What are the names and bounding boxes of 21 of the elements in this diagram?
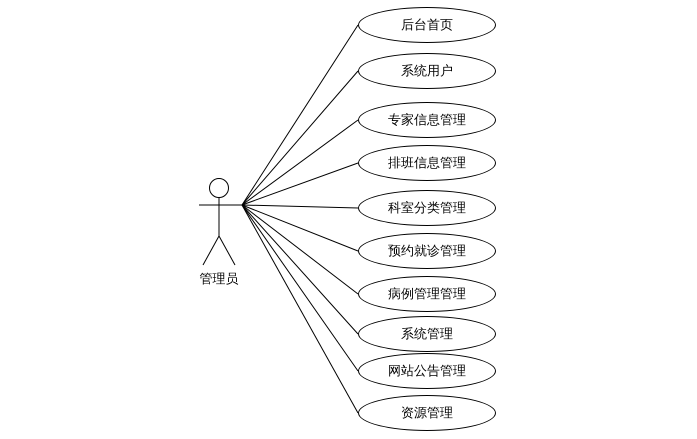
use-case-ellipse: 专家信息管理 — [358, 102, 496, 138]
use-case-ellipse: 科室分类管理 — [358, 190, 496, 226]
use-case-ellipse: 排班信息管理 — [358, 145, 496, 181]
association-line — [242, 70, 358, 206]
use-case-ellipse: 网站公告管理 — [358, 353, 496, 389]
use-case-ellipse: 后台首页 — [358, 7, 496, 43]
association-line — [242, 204, 358, 414]
association-line — [242, 204, 358, 252]
association-line — [242, 204, 358, 208]
use-case-ellipse: 预约就诊管理 — [358, 233, 496, 269]
use-case-ellipse: 病例管理管理 — [358, 276, 496, 312]
use-case-ellipse: 系统用户 — [358, 53, 496, 89]
association-line — [242, 204, 358, 294]
association-line — [242, 204, 358, 372]
association-line — [242, 162, 358, 206]
association-line — [242, 120, 358, 206]
association-line — [242, 24, 358, 206]
association-line — [242, 204, 358, 334]
actor-label: 管理员 — [198, 271, 240, 288]
use-case-ellipse: 资源管理 — [358, 395, 496, 431]
use-case-ellipse: 系统管理 — [358, 316, 496, 352]
